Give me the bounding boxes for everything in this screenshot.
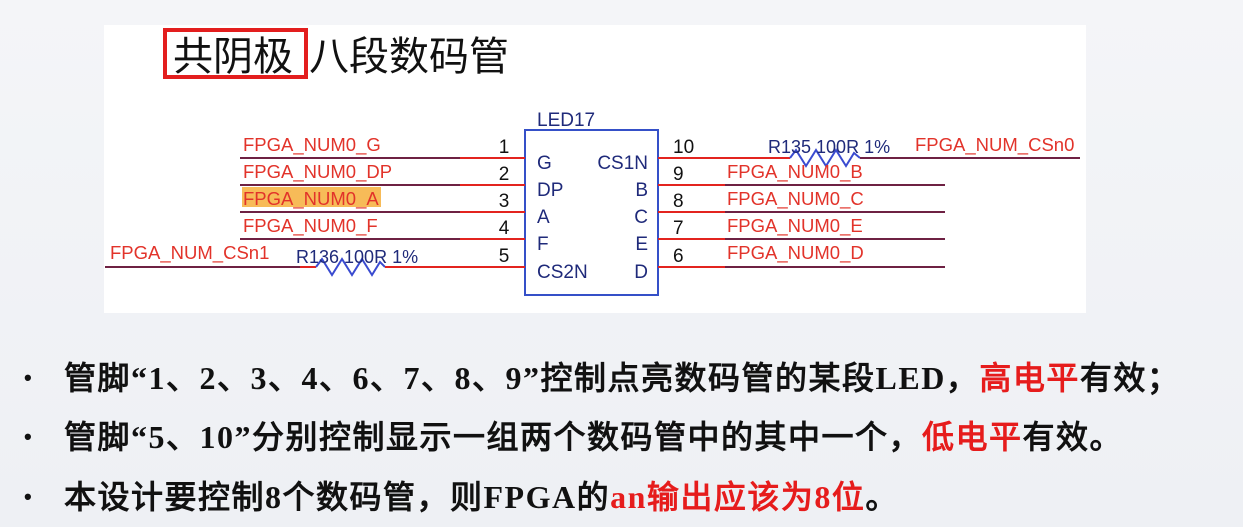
pin-number-4: 4 bbox=[499, 218, 510, 239]
bullet-segment: 有效。 bbox=[1022, 419, 1124, 455]
pin-number-6: 6 bbox=[673, 246, 684, 267]
bullet-text: 本设计要控制8个数码管，则FPGA的an输出应该为8位。 bbox=[64, 477, 899, 517]
bullet-segment: 高电平 bbox=[979, 360, 1080, 396]
resistor-right-symbol bbox=[789, 148, 861, 168]
title-rest-text: 八段数码管 bbox=[309, 34, 509, 79]
bullet-marker: • bbox=[24, 365, 32, 390]
pin-name-8: C bbox=[634, 207, 648, 228]
pin-name-5: CS2N bbox=[537, 262, 588, 283]
bullet-text: 管脚“1、2、3、4、6、7、8、9”控制点亮数码管的某段LED，高电平有效； bbox=[64, 358, 1180, 398]
resistor-right-label: R135 100R 1% bbox=[768, 137, 890, 157]
net-label-right-7: FPGA_NUM0_E bbox=[727, 215, 863, 237]
pin-name-10: CS1N bbox=[597, 153, 648, 174]
net-label-right-9: FPGA_NUM0_B bbox=[727, 161, 863, 183]
bullet-item: • 本设计要控制8个数码管，则FPGA的an输出应该为8位。 bbox=[0, 477, 1243, 517]
bullet-item: • 管脚“1、2、3、4、6、7、8、9”控制点亮数码管的某段LED，高电平有效… bbox=[0, 358, 1243, 398]
bullet-marker: • bbox=[24, 484, 32, 509]
bullet-segment: 低电平 bbox=[922, 419, 1023, 455]
pin-number-5: 5 bbox=[499, 246, 510, 267]
resistor-left-label: R136 100R 1% bbox=[296, 247, 418, 267]
title-highlight-box bbox=[163, 28, 308, 79]
pin-name-6: D bbox=[634, 262, 648, 283]
net-label-right-8: FPGA_NUM0_C bbox=[727, 188, 864, 210]
component-ref: LED17 bbox=[537, 110, 595, 131]
pin-number-2: 2 bbox=[499, 164, 510, 185]
net-label-right-6: FPGA_NUM0_D bbox=[727, 242, 864, 264]
pin-name-3: A bbox=[537, 207, 550, 228]
schematic-diagram: 共阴极 八段数码管 LED17 1 G FPGA_NUM0_G 2 DP FPG… bbox=[104, 25, 1086, 313]
net-label-left-1: FPGA_NUM0_G bbox=[243, 134, 381, 156]
title-boxed-text: 共阴极 bbox=[173, 34, 293, 79]
pin-name-1: G bbox=[537, 153, 552, 174]
net-label-highlight bbox=[242, 187, 381, 207]
net-label-right-10: FPGA_NUM_CSn0 bbox=[915, 134, 1074, 156]
bullet-segment: 。 bbox=[865, 479, 899, 515]
diagram-panel bbox=[104, 25, 1086, 313]
bullet-marker: • bbox=[24, 424, 32, 449]
net-label-left-2: FPGA_NUM0_DP bbox=[243, 161, 392, 183]
pin-number-3: 3 bbox=[499, 191, 510, 212]
pin-name-4: F bbox=[537, 234, 549, 255]
net-label-left-5: FPGA_NUM_CSn1 bbox=[110, 242, 269, 264]
pin-name-2: DP bbox=[537, 180, 563, 201]
pin-number-7: 7 bbox=[673, 218, 684, 239]
bullet-text: 管脚“5、10”分别控制显示一组两个数码管中的其中一个，低电平有效。 bbox=[64, 417, 1123, 457]
pin-number-8: 8 bbox=[673, 191, 684, 212]
bullet-segment: 有效； bbox=[1079, 360, 1181, 396]
pin-number-10: 10 bbox=[673, 137, 694, 158]
bullet-item: • 管脚“5、10”分别控制显示一组两个数码管中的其中一个，低电平有效。 bbox=[0, 417, 1243, 457]
pin-name-9: B bbox=[635, 180, 648, 201]
bullet-segment: 管脚“1、2、3、4、6、7、8、9”控制点亮数码管的某段LED， bbox=[64, 360, 980, 396]
pin-name-7: E bbox=[635, 234, 648, 255]
bullet-segment: 管脚“5、10”分别控制显示一组两个数码管中的其中一个， bbox=[64, 419, 923, 455]
bullet-segment: 本设计要控制8个数码管，则FPGA的 bbox=[64, 479, 611, 515]
pin-number-9: 9 bbox=[673, 164, 684, 185]
pin-number-1: 1 bbox=[499, 137, 510, 158]
bullet-segment: an输出应该为8位 bbox=[610, 479, 866, 515]
net-label-left-4: FPGA_NUM0_F bbox=[243, 215, 378, 237]
net-label-left-3: FPGA_NUM0_A bbox=[243, 188, 379, 210]
resistor-left-symbol bbox=[315, 257, 386, 277]
